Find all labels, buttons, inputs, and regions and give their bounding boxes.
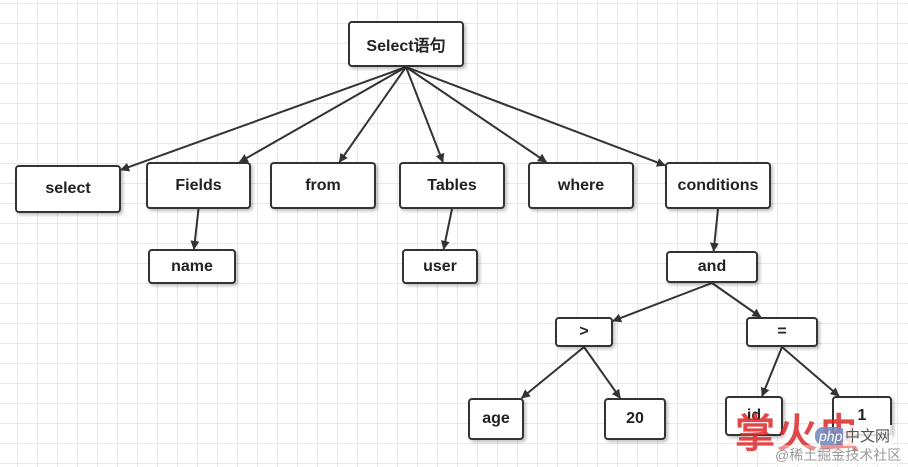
edge-gt-to-20 — [583, 346, 621, 399]
node-select: select — [15, 165, 121, 213]
node-equals: = — [746, 317, 818, 347]
edge-root-to-from — [338, 66, 407, 163]
edge-root-to-fields — [238, 66, 407, 163]
edge-tables-to-user — [440, 208, 453, 250]
node-id: id — [725, 396, 783, 436]
node-value-20: 20 — [604, 398, 666, 440]
node-tables: Tables — [399, 162, 505, 209]
node-where: where — [528, 162, 634, 209]
edge-eq-to-id — [760, 346, 783, 397]
edge-and-to-eq — [711, 282, 762, 318]
edge-root-to-tables — [405, 66, 445, 163]
watermark-php-badge: php — [815, 427, 847, 445]
node-user: user — [402, 249, 478, 284]
edge-gt-to-age — [520, 346, 585, 399]
watermark-site-text: 中文网 — [843, 425, 893, 446]
edge-root-to-where — [405, 66, 548, 163]
edge-root-to-select — [120, 66, 407, 172]
watermark: 掌火虫 php 中文网 @稀土掘金技术社区 — [735, 401, 908, 465]
node-and: and — [666, 251, 758, 283]
node-from: from — [270, 162, 376, 209]
edge-fields-to-name — [190, 208, 200, 250]
node-fields: Fields — [146, 162, 251, 209]
watermark-caption: @稀土掘金技术社区 — [775, 445, 902, 465]
edge-and-to-gt — [612, 282, 713, 323]
node-age: age — [468, 398, 524, 440]
node-greater-than: > — [555, 317, 613, 347]
edge-eq-to-1 — [781, 346, 840, 397]
node-conditions: conditions — [665, 162, 771, 209]
edge-root-to-conditions — [405, 66, 666, 167]
node-select-statement: Select语句 — [348, 21, 464, 67]
node-name: name — [148, 249, 236, 284]
edge-conditions-to-and — [710, 208, 719, 252]
